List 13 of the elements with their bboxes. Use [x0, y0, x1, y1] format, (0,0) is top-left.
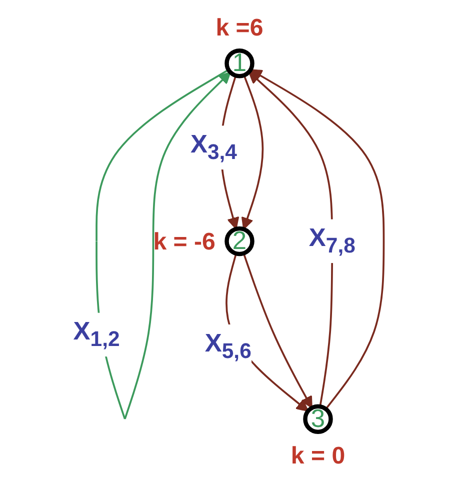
node-caption: k =6 [216, 14, 264, 42]
node-circle: 1 [224, 48, 254, 78]
edge-label: X$_{1,2}$ [73, 317, 120, 352]
arrow [250, 69, 385, 410]
edge-label: X$_{7,8}$ [308, 223, 356, 258]
edge-label: X$_{3,4}$ [190, 130, 237, 165]
arrow [241, 74, 264, 230]
node-caption: k = 0 [290, 442, 346, 470]
node-circle: 3 [303, 404, 333, 434]
node-circle: 2 [224, 226, 254, 256]
arrow [242, 252, 312, 408]
edge-label: X$_{5,6}$ [204, 328, 252, 364]
node-caption: k = -6 [153, 228, 216, 256]
